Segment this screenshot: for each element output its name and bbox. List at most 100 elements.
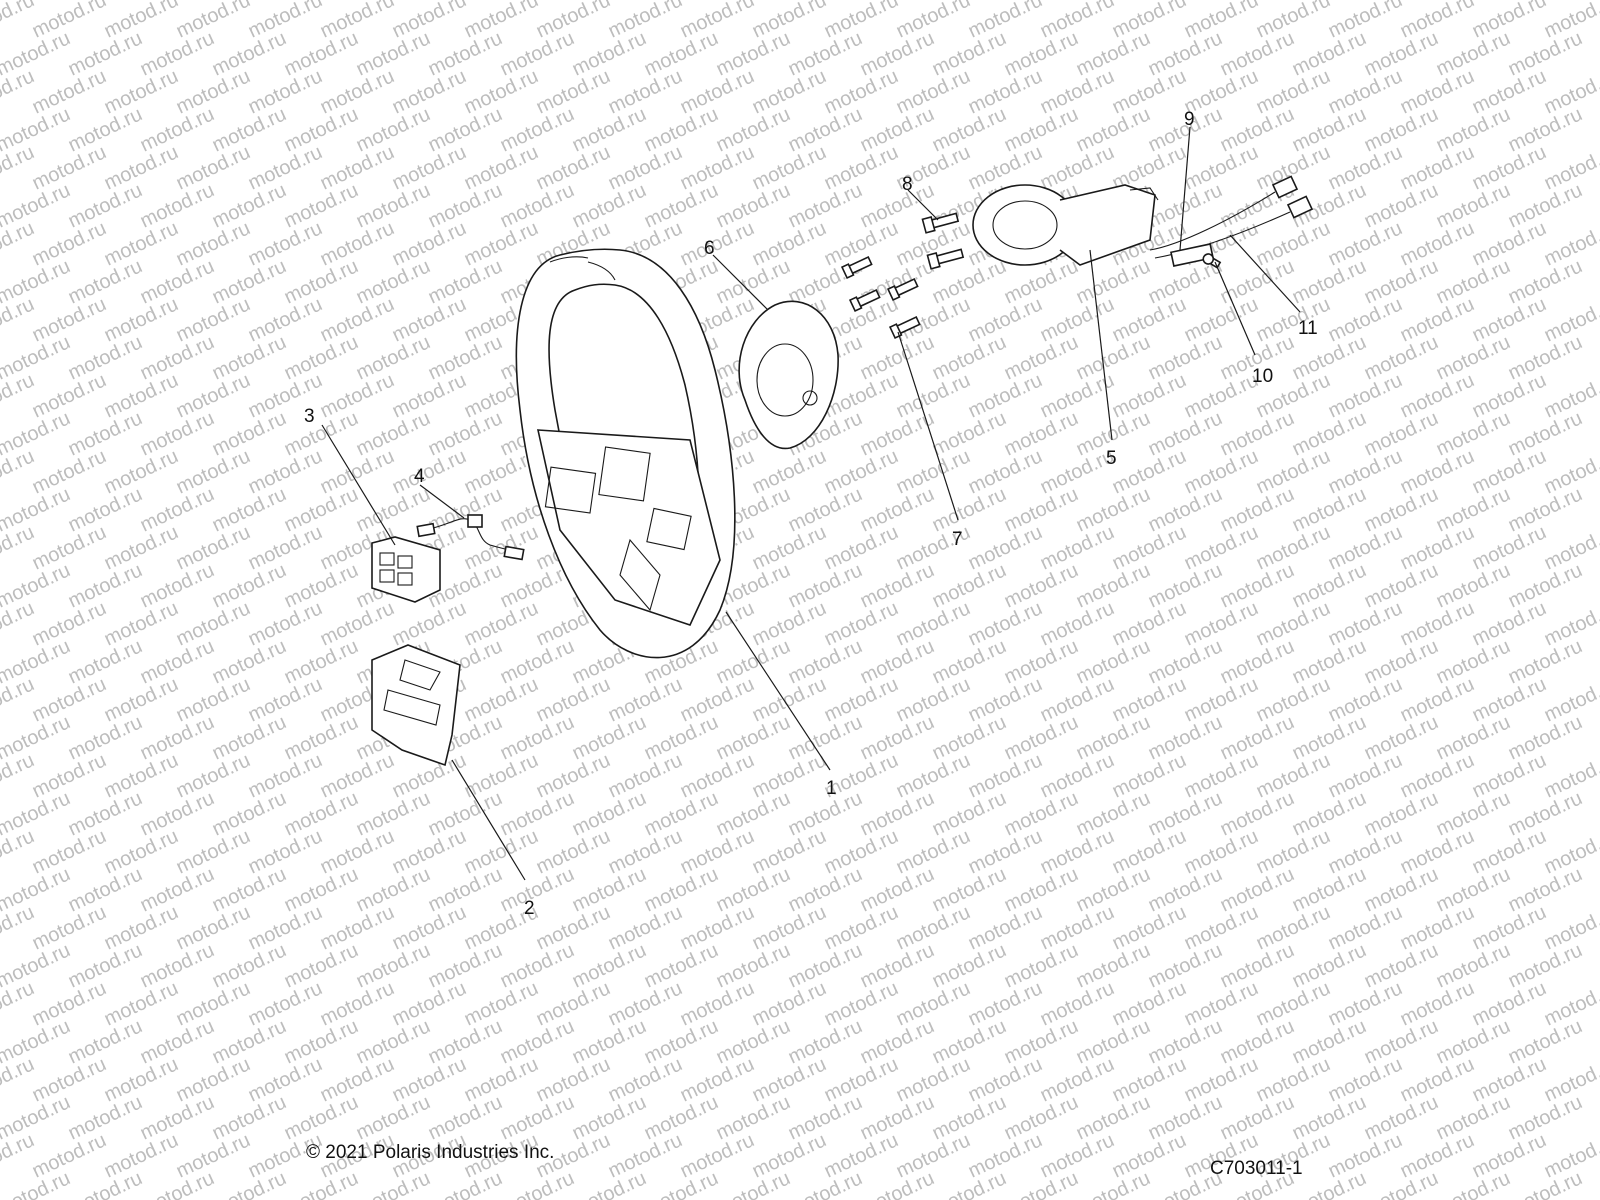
watermark-text: motod.ru bbox=[1073, 711, 1154, 764]
watermark-text: motod.ru bbox=[209, 939, 290, 992]
watermark-text: motod.ru bbox=[857, 331, 938, 384]
watermark-text: motod.ru bbox=[569, 787, 650, 840]
watermark-text: motod.ru bbox=[281, 939, 362, 992]
watermark-text: motod.ru bbox=[1397, 521, 1478, 574]
watermark-text: motod.ru bbox=[101, 217, 182, 270]
watermark-text: motod.ru bbox=[317, 597, 398, 650]
watermark-text: motod.ru bbox=[29, 141, 110, 194]
watermark-text: motod.ru bbox=[245, 293, 326, 346]
watermark-text: motod.ru bbox=[1433, 635, 1514, 688]
watermark-text: motod.ru bbox=[1433, 939, 1514, 992]
watermark-text: motod.ru bbox=[1217, 863, 1298, 916]
watermark-text: motod.ru bbox=[965, 369, 1046, 422]
watermark-text: motod.ru bbox=[317, 293, 398, 346]
watermark-text: motod.ru bbox=[785, 483, 866, 536]
watermark-text: motod.ru bbox=[461, 217, 542, 270]
watermark-text: motod.ru bbox=[281, 103, 362, 156]
watermark-text: motod.ru bbox=[1361, 787, 1442, 840]
watermark-text: motod.ru bbox=[821, 445, 902, 498]
watermark-text: motod.ru bbox=[1505, 407, 1586, 460]
watermark-text: motod.ru bbox=[1289, 1015, 1370, 1068]
watermark-text: motod.ru bbox=[1361, 863, 1442, 916]
watermark-text: motod.ru bbox=[1001, 711, 1082, 764]
watermark-text: motod.ru bbox=[1001, 103, 1082, 156]
watermark-text: motod.ru bbox=[425, 331, 506, 384]
watermark-text: motod.ru bbox=[353, 939, 434, 992]
watermark-text: motod.ru bbox=[1469, 977, 1550, 1030]
watermark-text: motod.ru bbox=[497, 635, 578, 688]
callout-6: 6 bbox=[704, 238, 715, 259]
watermark-text: motod.ru bbox=[1037, 1053, 1118, 1106]
watermark-text: motod.ru bbox=[209, 711, 290, 764]
watermark-text: motod.ru bbox=[641, 103, 722, 156]
watermark-text: motod.ru bbox=[1109, 521, 1190, 574]
watermark-text: motod.ru bbox=[1109, 825, 1190, 878]
watermark-text: motod.ru bbox=[137, 939, 218, 992]
watermark-text: motod.ru bbox=[1505, 255, 1586, 308]
watermark-text: motod.ru bbox=[389, 65, 470, 118]
watermark-text: motod.ru bbox=[1001, 483, 1082, 536]
watermark-text: motod.ru bbox=[1253, 521, 1334, 574]
watermark-text: motod.ru bbox=[209, 559, 290, 612]
watermark-text: motod.ru bbox=[1109, 445, 1190, 498]
watermark-text: motod.ru bbox=[605, 0, 686, 43]
watermark-text: motod.ru bbox=[1397, 673, 1478, 726]
watermark-text: motod.ru bbox=[785, 179, 866, 232]
watermark-text: motod.ru bbox=[821, 901, 902, 954]
watermark-text: motod.ru bbox=[29, 369, 110, 422]
watermark-text: motod.ru bbox=[569, 1015, 650, 1068]
watermark-text: motod.ru bbox=[29, 293, 110, 346]
watermark-text: motod.ru bbox=[281, 711, 362, 764]
watermark-text: motod.ru bbox=[389, 445, 470, 498]
watermark-text: motod.ru bbox=[857, 787, 938, 840]
watermark-text: motod.ru bbox=[1109, 65, 1190, 118]
watermark-text: motod.ru bbox=[245, 141, 326, 194]
watermark-text: motod.ru bbox=[65, 635, 146, 688]
watermark-text: motod.ru bbox=[1073, 27, 1154, 80]
watermark-text: motod.ru bbox=[1073, 787, 1154, 840]
watermark-text: motod.ru bbox=[605, 977, 686, 1030]
watermark-text: motod.ru bbox=[1073, 331, 1154, 384]
watermark-text: motod.ru bbox=[1433, 407, 1514, 460]
watermark-text: motod.ru bbox=[317, 749, 398, 802]
watermark-text: motod.ru bbox=[1253, 0, 1334, 43]
watermark-text: motod.ru bbox=[281, 483, 362, 536]
watermark-text: motod.ru bbox=[677, 749, 758, 802]
watermark-text: motod.ru bbox=[1037, 369, 1118, 422]
watermark-text: motod.ru bbox=[641, 939, 722, 992]
watermark-text: motod.ru bbox=[353, 1015, 434, 1068]
watermark-text: motod.ru bbox=[1361, 179, 1442, 232]
watermark-text: motod.ru bbox=[857, 559, 938, 612]
watermark-text: motod.ru bbox=[101, 1129, 182, 1182]
watermark-text: motod.ru bbox=[281, 407, 362, 460]
watermark-text: motod.ru bbox=[1181, 977, 1262, 1030]
watermark-text: motod.ru bbox=[1217, 787, 1298, 840]
watermark-text: motod.ru bbox=[209, 1091, 290, 1144]
watermark-text: motod.ru bbox=[821, 65, 902, 118]
watermark-text: motod.ru bbox=[1109, 1129, 1190, 1182]
watermark-text: motod.ru bbox=[1145, 1015, 1226, 1068]
watermark-text: motod.ru bbox=[173, 1053, 254, 1106]
watermark-text: motod.ru bbox=[713, 939, 794, 992]
watermark-text: motod.ru bbox=[1253, 65, 1334, 118]
watermark-text: motod.ru bbox=[209, 635, 290, 688]
watermark-text: motod.ru bbox=[677, 217, 758, 270]
watermark-text: motod.ru bbox=[353, 787, 434, 840]
watermark-text: motod.ru bbox=[641, 1091, 722, 1144]
watermark-text: motod.ru bbox=[425, 1091, 506, 1144]
watermark-text: motod.ru bbox=[821, 977, 902, 1030]
watermark-text: motod.ru bbox=[29, 901, 110, 954]
watermark-text: motod.ru bbox=[425, 27, 506, 80]
watermark-text: motod.ru bbox=[353, 103, 434, 156]
watermark-text: motod.ru bbox=[569, 1091, 650, 1144]
watermark-text: motod.ru bbox=[1253, 293, 1334, 346]
watermark-text: motod.ru bbox=[677, 673, 758, 726]
column-harness-part bbox=[1149, 175, 1314, 267]
center-cover-part bbox=[371, 644, 461, 767]
watermark-text: motod.ru bbox=[1361, 559, 1442, 612]
watermark-text: motod.ru bbox=[893, 977, 974, 1030]
watermark-text: motod.ru bbox=[533, 1053, 614, 1106]
watermark-text: motod.ru bbox=[1037, 1129, 1118, 1182]
watermark-text: motod.ru bbox=[425, 787, 506, 840]
